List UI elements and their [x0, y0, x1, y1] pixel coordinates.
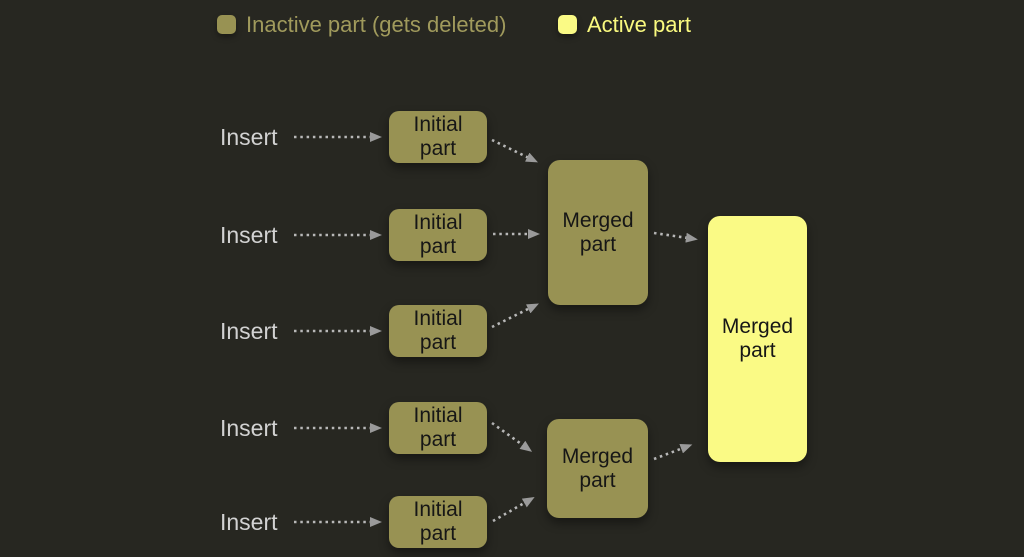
insert-label-4: Insert: [220, 415, 278, 441]
initial-part-label: Initial part: [413, 211, 463, 258]
initial-part-box-3: Initial part: [389, 305, 487, 357]
initial-part-label: Initial part: [413, 498, 463, 545]
legend-inactive-label: Inactive part (gets deleted): [246, 12, 507, 37]
initial-part-label: Initial part: [413, 307, 463, 354]
initial-part-label: Initial part: [413, 113, 463, 160]
insert-label-3: Insert: [220, 318, 278, 344]
initial-part-box-1: Initial part: [389, 111, 487, 163]
legend-item-active: Active part: [558, 12, 691, 37]
merged-part-label: Merged part: [562, 208, 634, 256]
legend-item-inactive: Inactive part (gets deleted): [217, 12, 506, 37]
initial-part-box-2: Initial part: [389, 209, 487, 261]
initial-part-box-4: Initial part: [389, 402, 487, 454]
arrow-initial3-to-merged-top: [491, 303, 539, 329]
arrow-initial5-to-merged-bottom: [492, 497, 535, 523]
initial-part-box-5: Initial part: [389, 496, 487, 548]
arrow-merged-bottom-to-final: [653, 444, 693, 461]
insert-label-5: Insert: [220, 509, 278, 535]
final-merged-part-label: Merged part: [721, 315, 794, 362]
merged-part-box-top: Merged part: [548, 160, 648, 305]
legend-active-label: Active part: [587, 12, 691, 37]
arrow-merged-top-to-final: [653, 231, 698, 243]
merged-part-label: Merged part: [561, 444, 634, 492]
final-merged-part-box: Merged part: [708, 216, 807, 462]
active-part-swatch-icon: [558, 15, 577, 34]
arrow-initial1-to-merged-top: [491, 138, 538, 163]
inactive-part-swatch-icon: [217, 15, 236, 34]
insert-label-2: Insert: [220, 222, 278, 248]
initial-part-label: Initial part: [413, 404, 463, 451]
insert-label-1: Insert: [220, 124, 278, 150]
merged-part-box-bottom: Merged part: [547, 419, 648, 518]
arrow-initial4-to-merged-bottom: [491, 421, 533, 452]
